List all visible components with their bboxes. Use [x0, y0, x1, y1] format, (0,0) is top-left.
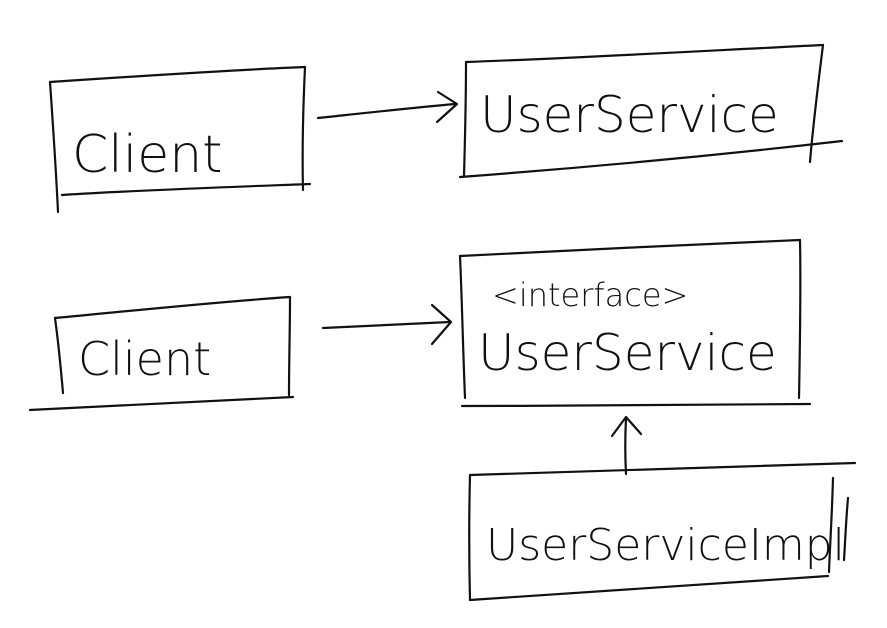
- bottom-client-box: Client: [28, 295, 295, 412]
- top-client-box: Client: [48, 65, 312, 214]
- interface-box: <interface> UserService: [458, 238, 812, 408]
- impl-box: UserServiceImpl: [468, 461, 857, 602]
- bottom-client-label: Client: [78, 332, 211, 386]
- top-service-label: UserService: [480, 86, 779, 144]
- implements-arrow: [610, 415, 643, 476]
- interface-stereotype: <interface>: [492, 276, 688, 314]
- interface-label: UserService: [478, 324, 777, 382]
- bottom-arrow: [321, 303, 453, 346]
- top-service-box: UserService: [458, 43, 844, 179]
- top-arrow: [316, 90, 459, 124]
- impl-label: UserServiceImpl: [486, 520, 845, 571]
- top-client-label: Client: [72, 125, 223, 185]
